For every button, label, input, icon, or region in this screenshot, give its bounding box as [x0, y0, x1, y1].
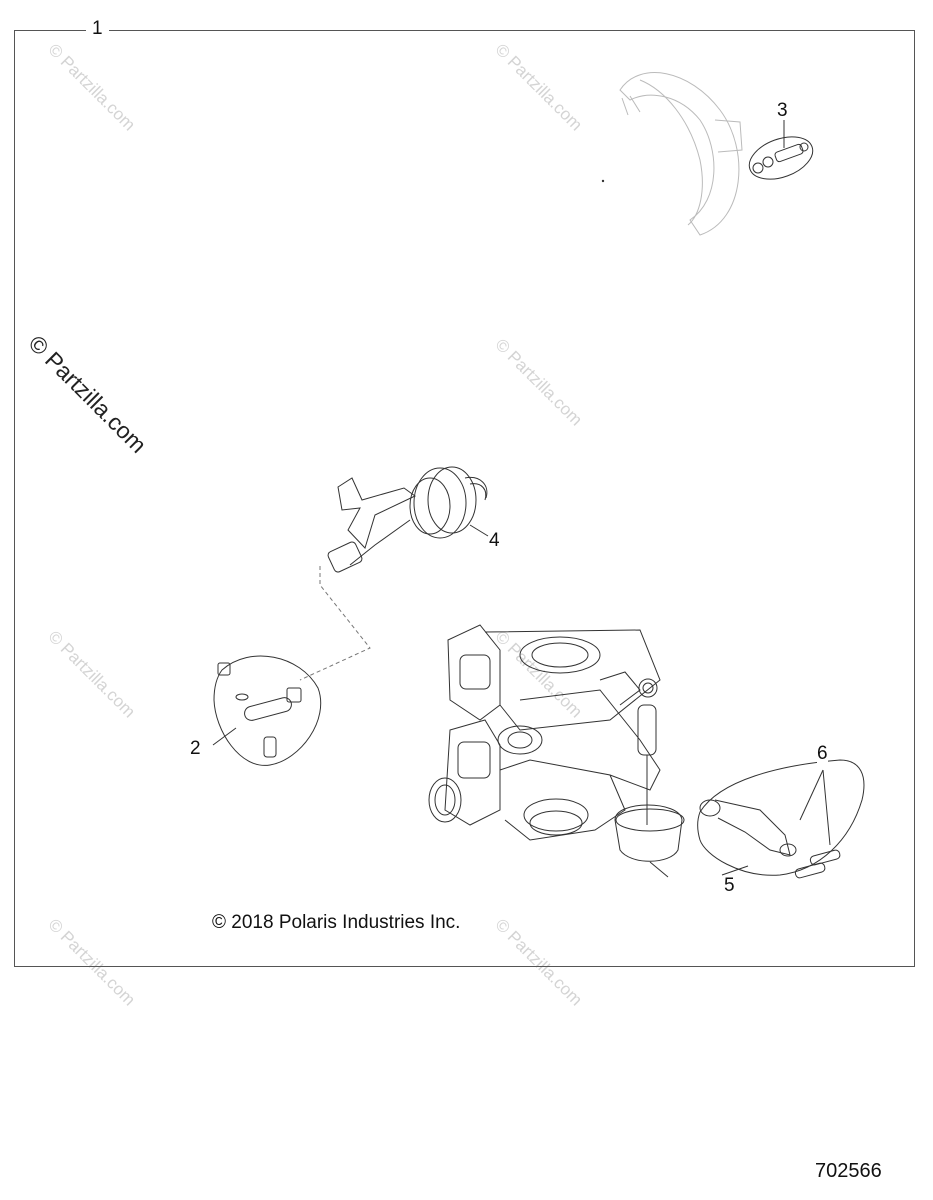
- document-number: 702566: [815, 1160, 882, 1182]
- kit-3-bubble: [743, 118, 818, 187]
- callout-1: 1: [86, 19, 109, 38]
- callout-6: 6: [817, 743, 828, 764]
- callout-4: 4: [489, 530, 500, 551]
- callout-2: 2: [190, 738, 201, 759]
- leader-dashed: [300, 566, 370, 680]
- callout-5: 5: [724, 875, 735, 896]
- diagram-frame: [14, 30, 915, 967]
- actuator-assembly: [327, 467, 488, 573]
- turbo-housing-faint: [620, 73, 742, 235]
- kit-5-bubble: [698, 760, 864, 879]
- turbo-assembly: [429, 625, 684, 877]
- copyright-notice: © 2018 Polaris Industries Inc.: [212, 912, 461, 933]
- callout-3: 3: [777, 100, 788, 121]
- kit-2-bubble: [213, 656, 321, 765]
